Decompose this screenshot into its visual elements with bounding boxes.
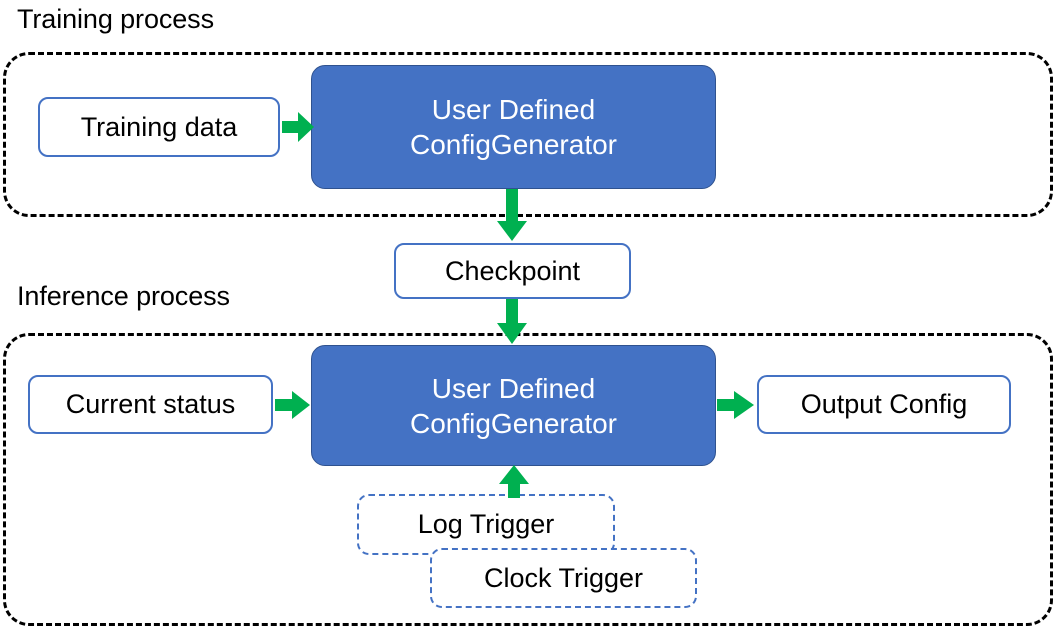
node-configgenerator-training-line1: User Defined [431,94,596,125]
node-output-config[interactable]: Output Config [757,375,1011,434]
node-configgenerator-inference-line1: User Defined [431,372,596,404]
node-user-defined-configgenerator-training[interactable]: User Defined ConfigGenerator [311,65,716,189]
node-log-trigger[interactable]: Log Trigger [357,494,615,555]
node-log-trigger-label: Log Trigger [417,509,555,539]
node-configgenerator-training-line2: ConfigGenerator [409,129,617,160]
node-current-status[interactable]: Current status [28,375,273,434]
node-current-status-label: Current status [65,389,236,419]
node-clock-trigger[interactable]: Clock Trigger [430,548,697,608]
training-process-label: Training process [17,4,214,34]
inference-process-container [3,333,1053,626]
node-training-data[interactable]: Training data [38,97,280,157]
inference-process-label: Inference process [17,281,230,311]
node-output-config-label: Output Config [800,389,968,419]
training-process-container [3,52,1053,217]
node-training-data-label: Training data [80,111,238,142]
node-checkpoint[interactable]: Checkpoint [394,243,631,299]
node-user-defined-configgenerator-inference[interactable]: User Defined ConfigGenerator [311,345,716,466]
node-configgenerator-inference-line2: ConfigGenerator [409,407,617,439]
node-checkpoint-label: Checkpoint [444,255,581,286]
node-clock-trigger-label: Clock Trigger [483,562,644,593]
